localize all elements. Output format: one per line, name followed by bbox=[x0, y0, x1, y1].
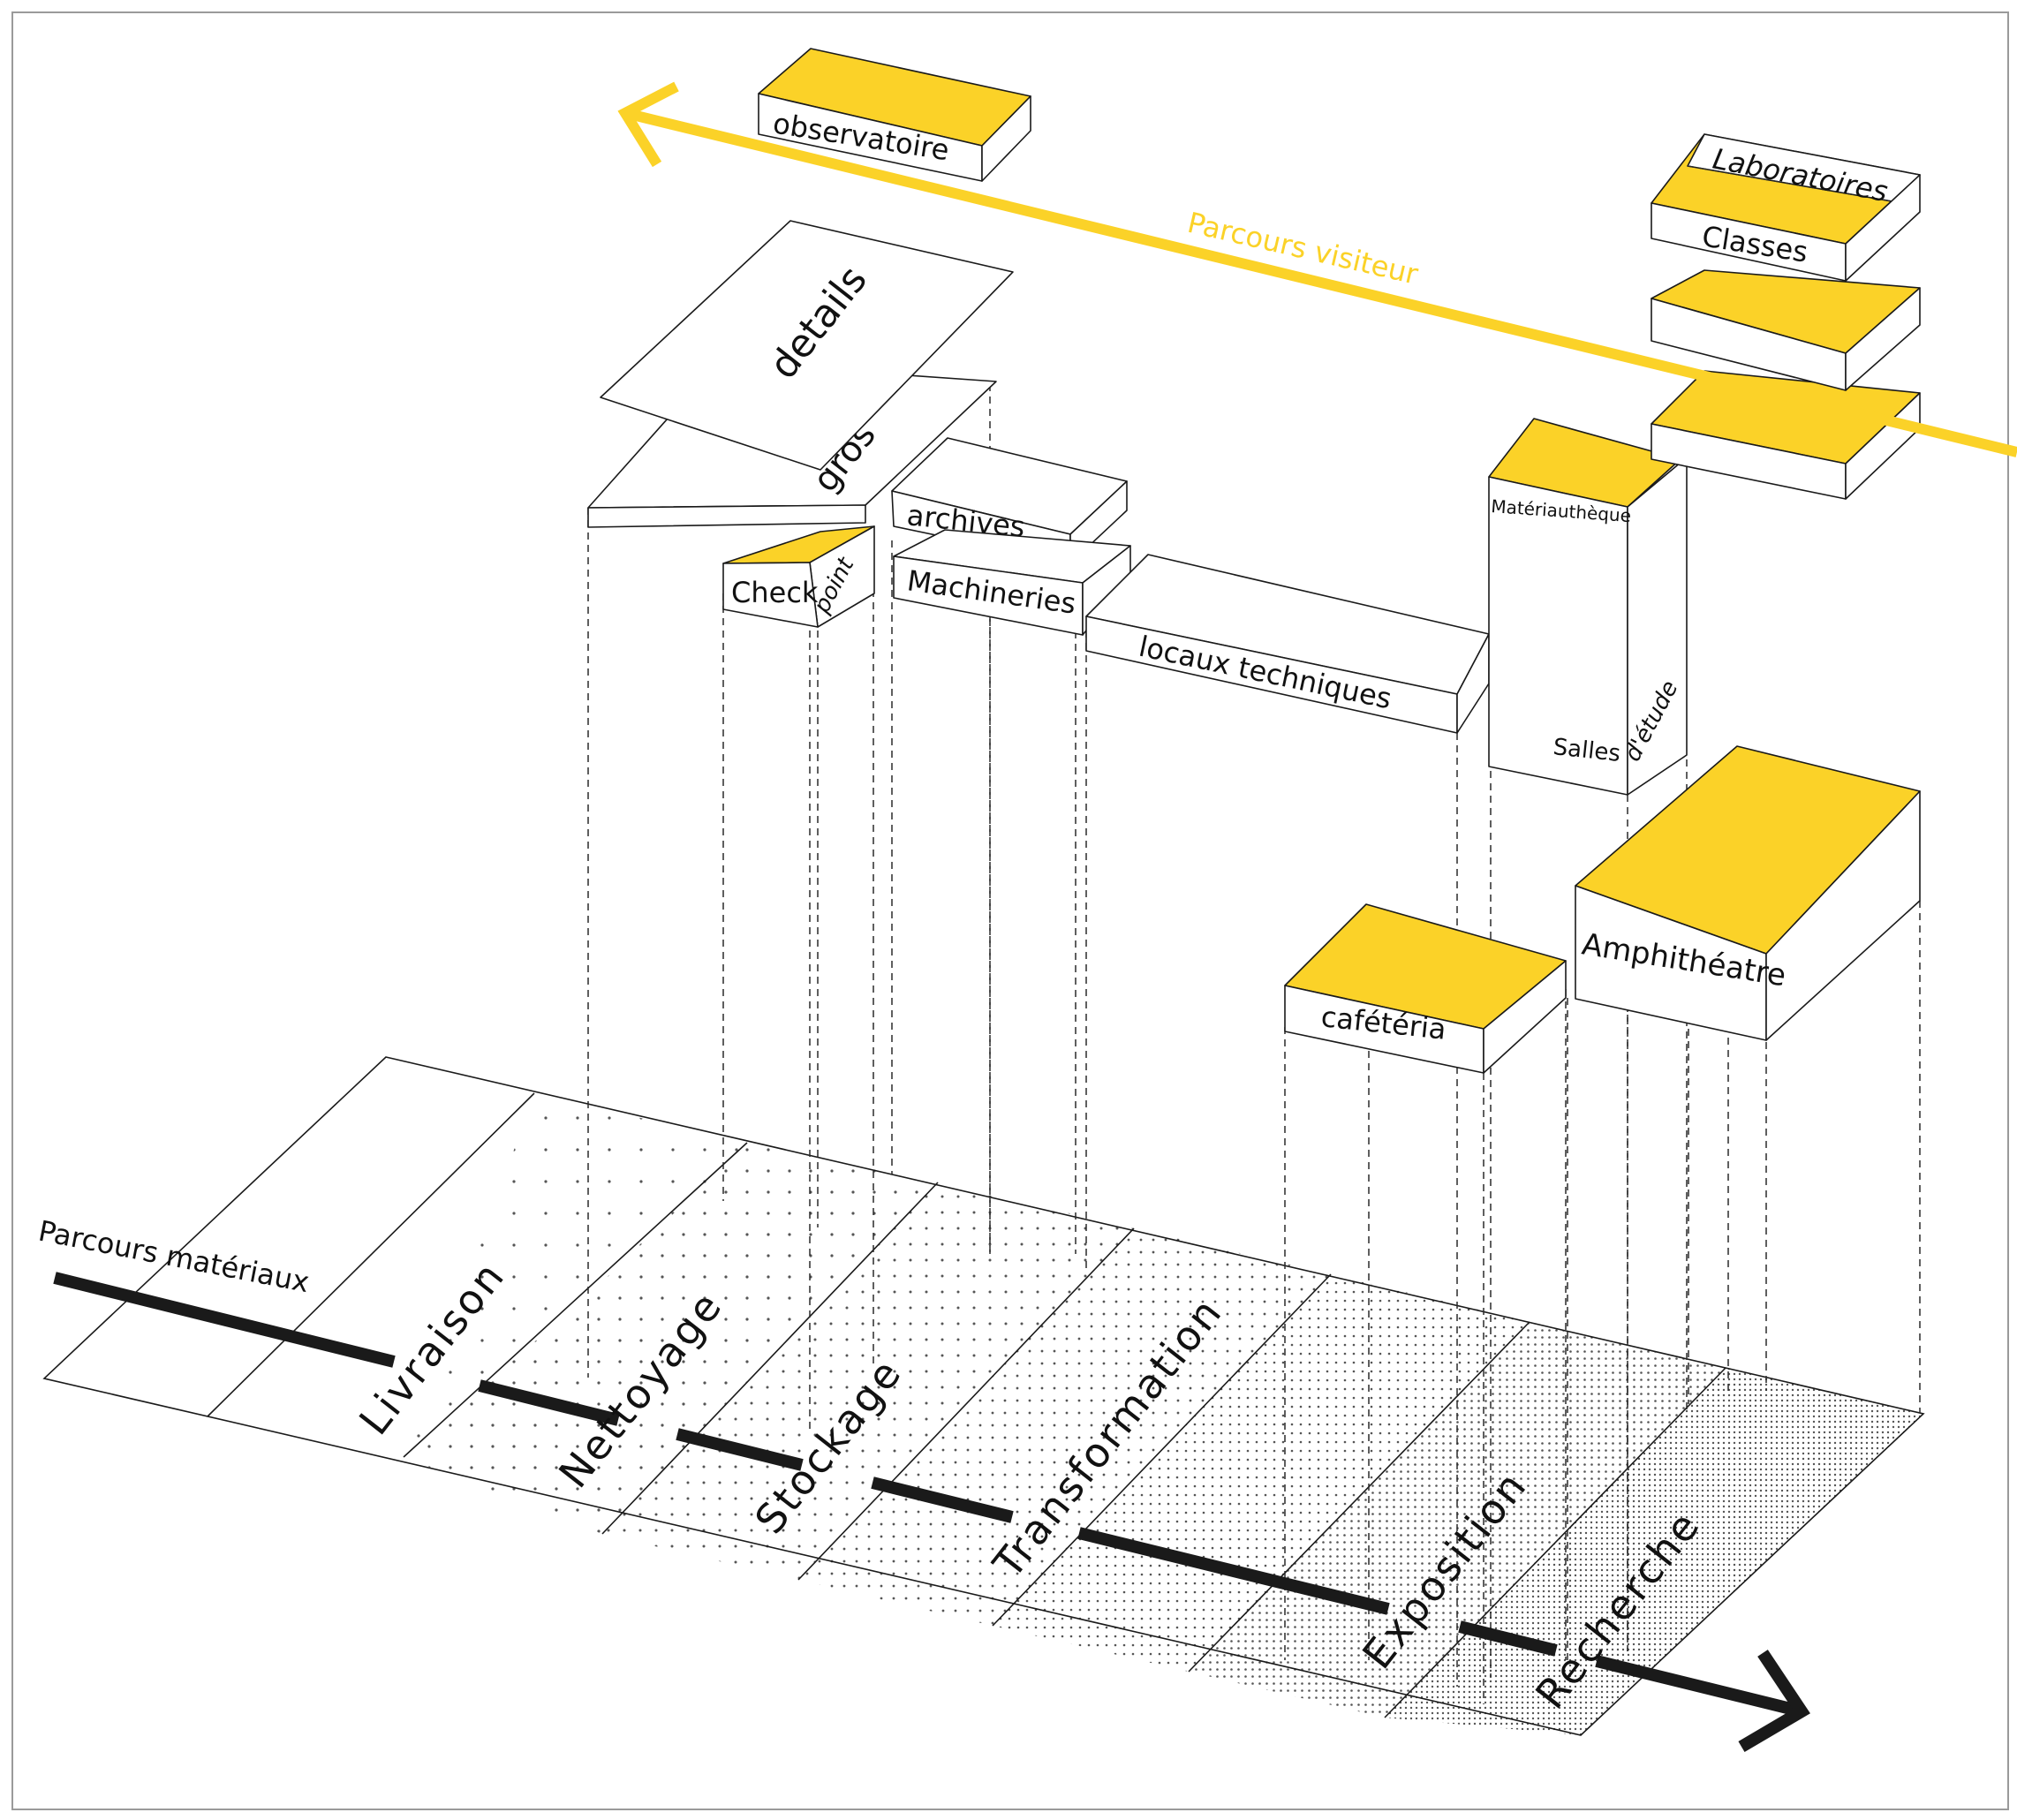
zone-band-blank bbox=[44, 1057, 534, 1416]
zone-band-nettoyage-b bbox=[404, 1282, 602, 1534]
zone-divider-2 bbox=[403, 1142, 748, 1458]
zone-band-stockage bbox=[602, 1182, 1134, 1580]
zone-band-livraison bbox=[404, 1093, 747, 1457]
zone-band-transformation bbox=[798, 1228, 1331, 1626]
details-plane: details bbox=[600, 220, 1014, 471]
materials-route-segment-2 bbox=[478, 1379, 620, 1426]
zone-divider-1 bbox=[207, 1092, 535, 1417]
zone-divider-7 bbox=[1384, 1367, 1726, 1718]
ground-outline bbox=[42, 1056, 1925, 1736]
projection-lines bbox=[587, 384, 1921, 1704]
materials-route-segment-5 bbox=[1077, 1527, 1390, 1615]
materials-route-segment-1 bbox=[53, 1272, 396, 1368]
materials-route-arrowhead bbox=[1738, 1650, 1810, 1753]
figure-frame bbox=[11, 11, 2009, 1810]
visitor-route-arrowhead bbox=[617, 81, 679, 168]
materials-route-segment-7 bbox=[1595, 1655, 1803, 1718]
ground-plane bbox=[42, 1056, 1925, 1736]
zone-divider-3 bbox=[601, 1182, 939, 1535]
zone-band-exposition bbox=[1189, 1322, 1726, 1718]
check-label: Check bbox=[731, 576, 819, 609]
cafeteria-block: cafétéria bbox=[1284, 903, 1567, 1074]
zone-divider-6 bbox=[1188, 1321, 1530, 1673]
visitor-route-line bbox=[623, 108, 2017, 457]
materials-route-segment-6 bbox=[1458, 1620, 1558, 1657]
zone-divider-4 bbox=[797, 1227, 1135, 1581]
checkpoint-block: Check point bbox=[722, 525, 875, 628]
research-stack: Laboratoires Classes bbox=[1651, 133, 1921, 500]
amphitheatre-block: Amphithéatre bbox=[1575, 745, 1921, 1041]
observatoire-block: observatoire bbox=[758, 48, 1031, 182]
zone-divider-5 bbox=[992, 1273, 1332, 1627]
materiautheque-block: Matériauthèque Salles d'étude bbox=[1488, 418, 1688, 796]
materials-route-segment-4 bbox=[871, 1476, 1014, 1523]
materials-route-segment-3 bbox=[676, 1428, 804, 1471]
machineries-block: Machineries bbox=[893, 529, 1131, 636]
zone-band-transformation-b bbox=[993, 1274, 1530, 1672]
locaux-techniques-block: locaux techniques bbox=[1085, 554, 1490, 734]
